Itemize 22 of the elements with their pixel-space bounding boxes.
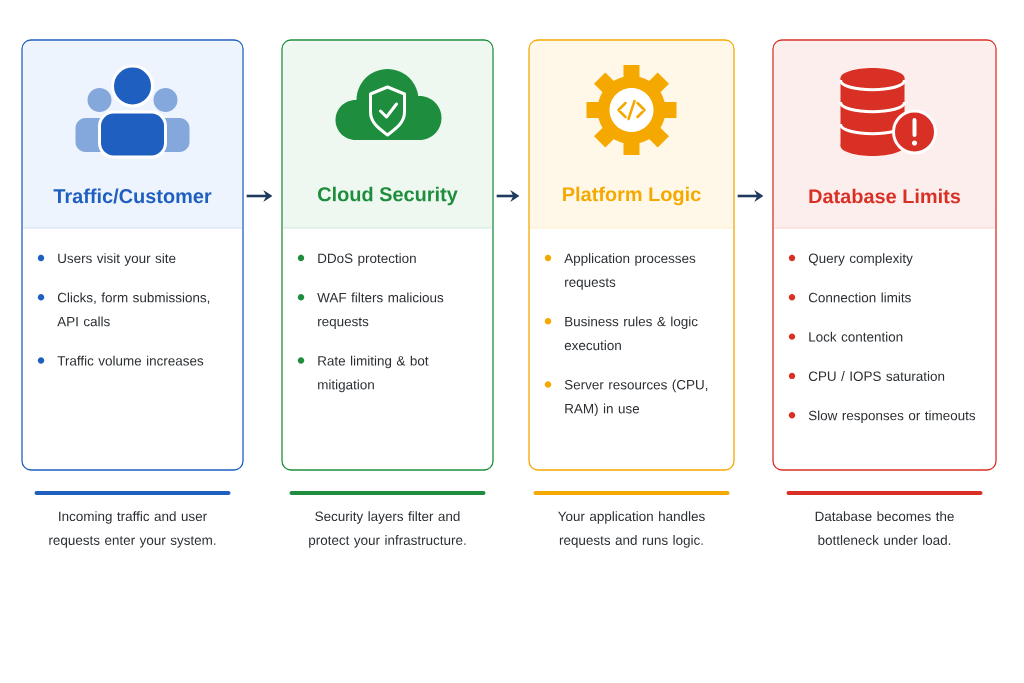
bullet-item: Rate limiting & bot mitigation <box>297 355 429 393</box>
bullet-item: DDoS protection <box>297 253 416 266</box>
bullet-item: Clicks, form submissions, API calls <box>37 292 210 327</box>
bullet-item: Connection limits <box>788 292 911 303</box>
bullet-item: Server resources (CPU, RAM) in use <box>544 379 708 417</box>
bullet-item: Traffic volume increases <box>37 355 204 366</box>
bullet-item: Application processes requests <box>544 253 696 290</box>
card-caption: Incoming traffic and user requests enter your system. <box>49 511 216 548</box>
bullet-item: Slow responses or timeouts <box>788 410 976 423</box>
bullet-item: Business rules & logic execution <box>544 316 698 351</box>
card-caption: Database becomes the bottleneck under load. <box>815 511 954 545</box>
bullet-item: CPU / IOPS saturation <box>788 371 945 381</box>
bullet-item: WAF filters malicious requests <box>297 292 444 329</box>
card-heading: Database Limits <box>809 188 961 204</box>
card-heading: Traffic/Customer <box>53 188 212 204</box>
card-caption: Your application handles requests and runs logic. <box>558 511 705 548</box>
card-heading: Platform Logic <box>563 186 701 206</box>
bullet-item: Lock contention <box>788 331 903 342</box>
card-heading: Cloud Security <box>318 186 458 206</box>
card-caption: Security layers filter and protect your infrastructure. <box>309 511 466 548</box>
bullet-item: Users visit your site <box>37 253 176 266</box>
bullet-item: Query complexity <box>788 253 913 266</box>
